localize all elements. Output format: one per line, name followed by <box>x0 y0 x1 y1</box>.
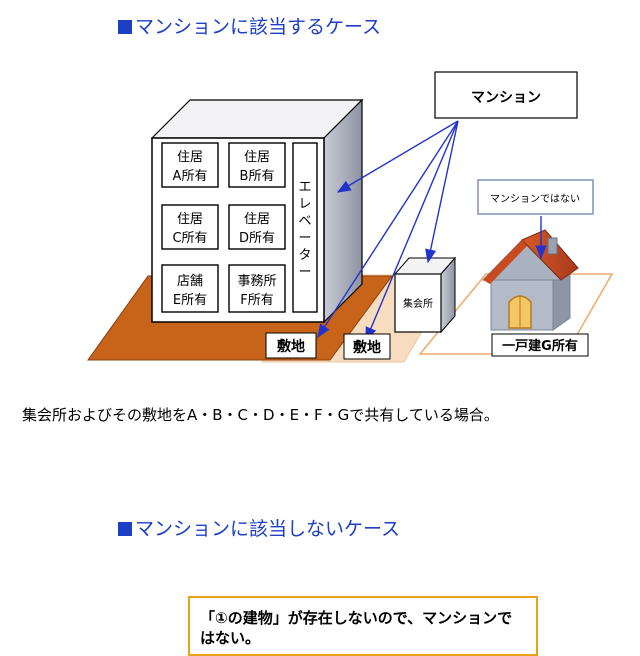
svg-text:マンションではない: マンションではない <box>490 193 580 205</box>
house-icon <box>481 229 579 331</box>
mansion-diagram: 住居 A所有 住居 B所有 住居 C所有 住居 D所有 店舗 E所有 事務所 F… <box>87 71 614 363</box>
site-label-meeting-hall: 敷地 <box>343 333 391 360</box>
svg-text:タ: タ <box>298 248 311 263</box>
note-box: 「①の建物」が存在しないので、マンションではない。 <box>188 596 538 656</box>
svg-text:集会所: 集会所 <box>403 297 433 310</box>
svg-text:住居: 住居 <box>244 150 270 165</box>
unit-e: 店舗 E所有 <box>161 264 219 313</box>
unit-b: 住居 B所有 <box>228 142 286 188</box>
svg-text:敷地: 敷地 <box>353 339 381 356</box>
svg-text:事務所: 事務所 <box>237 274 276 289</box>
note-text: 「①の建物」が存在しないので、マンションではない。 <box>200 609 513 647</box>
svg-text:住居: 住居 <box>244 212 270 227</box>
square-bullet-icon <box>118 522 132 536</box>
arrows <box>317 120 547 342</box>
section-title: マンションに該当するケース <box>135 16 382 38</box>
unit-a: 住居 A所有 <box>161 142 219 188</box>
section-heading-not-mansion: マンションに該当しないケース <box>118 514 400 541</box>
svg-text:敷地: 敷地 <box>277 338 305 355</box>
site-label-mansion: 敷地 <box>265 332 317 359</box>
svg-text:住居: 住居 <box>177 150 203 165</box>
unit-f: 事務所 F所有 <box>228 264 286 313</box>
svg-text:住居: 住居 <box>177 212 203 227</box>
building-side <box>323 98 363 324</box>
svg-text:F所有: F所有 <box>240 293 273 308</box>
meeting-hall-building: 集会所 <box>393 256 457 334</box>
svg-text:D所有: D所有 <box>239 231 275 246</box>
svg-text:店舗: 店舗 <box>177 274 203 289</box>
square-bullet-icon <box>118 20 132 34</box>
svg-text:レ: レ <box>298 197 311 212</box>
svg-text:一戸建G所有: 一戸建G所有 <box>502 338 578 354</box>
svg-text:C所有: C所有 <box>172 231 207 246</box>
unit-d: 住居 D所有 <box>228 204 286 250</box>
svg-text:ー: ー <box>298 265 311 280</box>
caption: 集会所およびその敷地をA・B・C・D・E・F・Gで共有している場合。 <box>22 406 499 424</box>
section-heading-mansion: マンションに該当するケース <box>118 12 381 39</box>
svg-text:エ: エ <box>298 180 311 195</box>
svg-text:マンション: マンション <box>471 90 541 106</box>
unit-c: 住居 C所有 <box>161 204 219 250</box>
svg-text:A所有: A所有 <box>173 169 208 184</box>
svg-text:ー: ー <box>298 231 311 246</box>
svg-text:ベ: ベ <box>298 214 311 229</box>
mansion-label-box: マンション <box>434 71 578 119</box>
house-owner-label: 一戸建G所有 <box>491 333 589 357</box>
svg-text:E所有: E所有 <box>173 293 207 308</box>
elevator: エ レ ベ ー タ ー <box>292 142 318 313</box>
section-title: マンションに該当しないケース <box>135 518 401 540</box>
not-mansion-label-box: マンションではない <box>477 179 594 215</box>
svg-text:B所有: B所有 <box>240 169 275 184</box>
